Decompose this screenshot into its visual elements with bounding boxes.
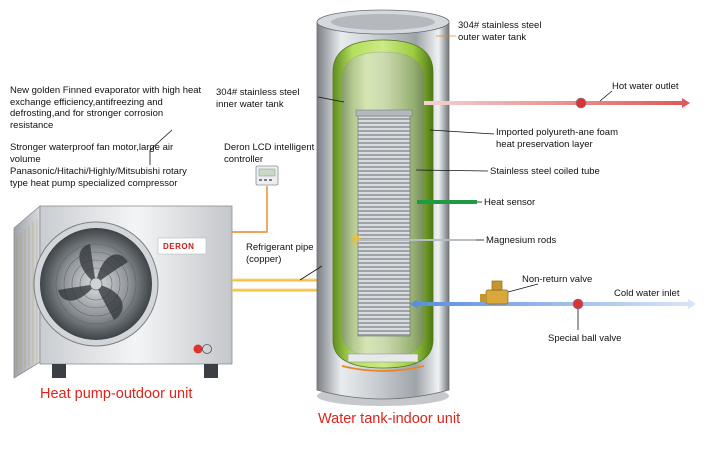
hot-water-pipe: [424, 97, 690, 109]
controller-cable: [232, 186, 268, 233]
label-compressor: Panasonic/Hitachi/Highly/Mitsubishi rota…: [10, 166, 187, 189]
heat-sensor: [417, 200, 477, 204]
caption-outdoor-unit: Heat pump-outdoor unit: [40, 386, 193, 402]
refrigerant-pipes: [232, 278, 330, 292]
caption-indoor-unit: Water tank-indoor unit: [318, 411, 461, 427]
label-controller: Deron LCD intelligent controller: [224, 142, 315, 165]
coiled-tube: [357, 115, 411, 337]
label-refrigerant-pipe: Refrigerant pipe (copper): [246, 242, 314, 265]
label-non-return-valve: Non-return valve: [522, 274, 593, 285]
non-return-valve-icon: [480, 280, 509, 305]
label-outer-tank: 304# stainless steel outer water tank: [458, 20, 542, 43]
brand-emblem-icon: [193, 344, 203, 354]
cold-water-pipe: [410, 280, 696, 310]
ball-valve-icon: [572, 298, 584, 310]
lcd-controller: [232, 165, 279, 233]
fan-blades: [58, 244, 128, 320]
brand-logo: DERON: [163, 242, 195, 251]
water-tank: [316, 9, 450, 406]
lcd-screen: [258, 168, 276, 177]
label-inner-tank: 304# stainless steel inner water tank: [216, 87, 300, 110]
leader-lines: [299, 35, 613, 330]
brand-logo-plate: [157, 237, 207, 255]
hot-water-valve-icon: [575, 97, 587, 109]
label-ball-valve: Special ball valve: [548, 333, 622, 344]
tank-nameplate: [347, 353, 419, 363]
evaporator-fins: [16, 219, 38, 372]
label-magnesium-rods: Magnesium rods: [486, 235, 557, 246]
label-evaporator: New golden Finned evaporator with high h…: [10, 85, 202, 131]
label-heat-sensor: Heat sensor: [484, 197, 536, 208]
label-coiled-tube: Stainless steel coiled tube: [490, 166, 600, 177]
label-cold-water-inlet: Cold water inlet: [614, 288, 680, 299]
outdoor-unit: [13, 129, 233, 379]
label-fan-motor: Stronger waterproof fan motor,large air …: [10, 142, 174, 165]
label-foam-layer: Imported polyureth-ane foam heat preserv…: [496, 127, 618, 150]
label-hot-water-outlet: Hot water outlet: [612, 81, 679, 92]
